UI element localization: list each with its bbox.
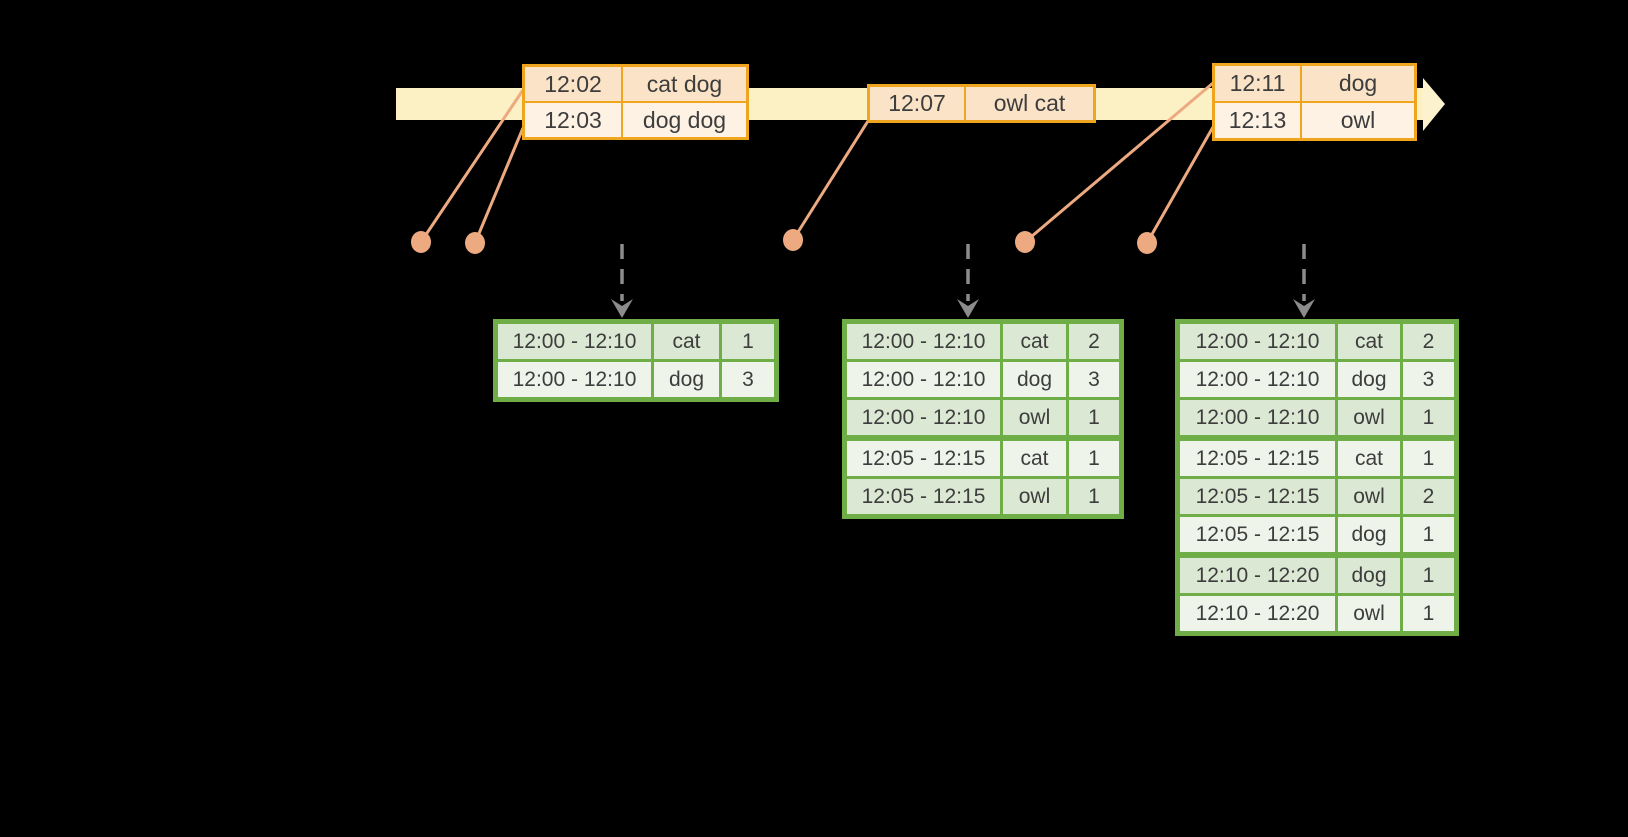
word-cell: cat [1000, 320, 1069, 362]
event-words-cell: dog dog [621, 101, 749, 140]
event-time-cell: 12:07 [867, 84, 966, 123]
timeline-arrowhead-icon [1423, 78, 1445, 131]
count-cell: 1 [1400, 514, 1458, 558]
count-cell: 1 [1066, 476, 1123, 518]
window-cell: 12:05 - 12:15 [1176, 514, 1338, 558]
word-cell: dog [1335, 359, 1403, 400]
word-cell: cat [1000, 436, 1069, 479]
count-cell: 1 [1400, 553, 1458, 596]
trigger-arrowhead-icon [611, 299, 633, 318]
trigger-arrowhead-icon [957, 299, 979, 318]
event-words-cell: dog [1300, 63, 1417, 103]
word-cell: dog [1335, 514, 1403, 558]
window-cell: 12:10 - 12:20 [1176, 593, 1338, 635]
event-words-cell: owl [1300, 101, 1417, 141]
word-cell: dog [1000, 359, 1069, 400]
window-cell: 12:05 - 12:15 [843, 476, 1003, 518]
count-cell: 1 [1400, 436, 1458, 479]
count-cell: 2 [1066, 320, 1123, 362]
event-dot-icon [411, 231, 431, 253]
trigger-arrow-lines [620, 244, 1306, 301]
window-cell: 12:00 - 12:10 [843, 397, 1003, 441]
event-connector-line [791, 120, 870, 241]
event-dot-icon [1137, 232, 1157, 254]
word-cell: owl [1335, 593, 1403, 635]
word-cell: owl [1335, 397, 1403, 441]
event-time-cell: 12:02 [522, 64, 623, 103]
window-cell: 12:00 - 12:10 [843, 320, 1003, 362]
event-connector-line [419, 89, 525, 243]
window-cell: 12:00 - 12:10 [1176, 359, 1338, 400]
count-cell: 1 [719, 320, 778, 362]
event-connector-line [1024, 81, 1214, 244]
event-dot-icon [783, 229, 803, 251]
event-words-cell: owl cat [964, 84, 1096, 123]
window-cell: 12:00 - 12:10 [494, 359, 654, 401]
count-cell: 1 [1066, 436, 1123, 479]
count-cell: 2 [1400, 476, 1458, 517]
window-cell: 12:00 - 12:10 [1176, 320, 1338, 362]
event-dot-icon [465, 232, 485, 254]
word-cell: dog [1335, 553, 1403, 596]
count-cell: 1 [1400, 397, 1458, 441]
word-cell: owl [1000, 397, 1069, 441]
window-cell: 12:05 - 12:15 [1176, 436, 1338, 479]
word-cell: cat [1335, 436, 1403, 479]
word-cell: owl [1335, 476, 1403, 517]
event-dot-icon [1015, 231, 1035, 253]
trigger-arrowhead-icon [1293, 299, 1315, 318]
count-cell: 3 [1400, 359, 1458, 400]
event-dots [411, 229, 1157, 254]
word-cell: cat [1335, 320, 1403, 362]
word-cell: cat [651, 320, 722, 362]
count-cell: 1 [1066, 397, 1123, 441]
window-cell: 12:05 - 12:15 [843, 436, 1003, 479]
count-cell: 3 [719, 359, 778, 401]
word-cell: owl [1000, 476, 1069, 518]
count-cell: 1 [1400, 593, 1458, 635]
window-cell: 12:00 - 12:10 [1176, 397, 1338, 441]
event-time-cell: 12:03 [522, 101, 623, 140]
window-cell: 12:00 - 12:10 [843, 359, 1003, 400]
event-words-cell: cat dog [621, 64, 749, 103]
window-cell: 12:00 - 12:10 [494, 320, 654, 362]
window-cell: 12:10 - 12:20 [1176, 553, 1338, 596]
event-time-cell: 12:11 [1212, 63, 1302, 103]
word-cell: dog [651, 359, 722, 401]
count-cell: 2 [1400, 320, 1458, 362]
event-time-cell: 12:13 [1212, 101, 1302, 141]
event-connector-line [1145, 126, 1215, 244]
event-connector-lines [419, 81, 1215, 244]
event-connector-line [473, 127, 525, 244]
trigger-arrowheads [611, 299, 1315, 318]
count-cell: 3 [1066, 359, 1123, 400]
window-cell: 12:05 - 12:15 [1176, 476, 1338, 517]
